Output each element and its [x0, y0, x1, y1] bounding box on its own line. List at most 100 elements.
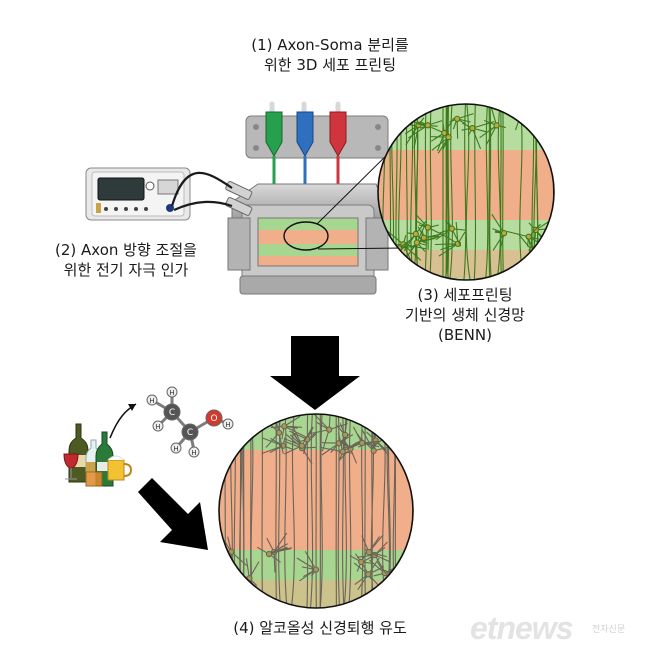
soma — [441, 129, 448, 137]
dendrite — [245, 558, 250, 579]
nozzle-green — [265, 111, 283, 186]
dendrite — [289, 430, 308, 440]
dendrite — [268, 546, 288, 555]
soma — [365, 571, 372, 578]
atom-label: O — [210, 414, 217, 424]
atom-c — [181, 423, 199, 441]
dendrite — [243, 414, 252, 426]
watermark-brand: etnews — [470, 610, 573, 646]
step3-label-line1: (3) 세포프린팅 — [417, 286, 513, 304]
dendrite — [265, 432, 280, 448]
soma — [413, 239, 421, 246]
step3-label-line3: (BENN) — [438, 326, 492, 344]
dendrite — [387, 124, 397, 131]
curved-arrow — [109, 403, 137, 439]
soma — [265, 550, 273, 558]
soma — [493, 122, 500, 129]
dendrite — [392, 113, 398, 124]
soma — [237, 422, 244, 429]
axon-strand — [412, 104, 417, 280]
soma — [388, 113, 396, 120]
soma — [469, 124, 476, 132]
axon-strand — [449, 104, 453, 280]
axon-strand — [389, 104, 392, 280]
step1-label-line2: 위한 3D 세포 프린팅 — [264, 56, 396, 74]
dendrite — [392, 104, 409, 124]
dendrite — [337, 432, 344, 452]
dendrite — [472, 121, 495, 129]
axon-strand — [500, 104, 502, 280]
dendrite — [536, 252, 545, 268]
step3-label-line2: 기반의 생체 신경망 — [405, 306, 525, 324]
soma — [365, 549, 373, 556]
soma — [393, 119, 400, 126]
electrical-stimulator — [85, 167, 233, 221]
dendrite — [536, 105, 539, 127]
soma — [420, 234, 427, 241]
dendrite — [243, 424, 251, 433]
dendrite — [392, 116, 413, 124]
step4-label-text: (4) 알코올성 신경퇴행 유도 — [233, 619, 407, 637]
axon-strand — [309, 414, 314, 608]
soma — [275, 429, 283, 436]
dendrite — [374, 554, 387, 574]
dendrite — [538, 121, 553, 128]
dendrite — [506, 230, 529, 238]
axon-strand — [473, 104, 477, 280]
dendrite — [292, 425, 303, 447]
bioprinter — [225, 101, 405, 295]
dendrite — [387, 107, 394, 124]
soma — [341, 431, 349, 439]
axon-strand — [261, 414, 264, 608]
atom-o — [205, 409, 223, 427]
axon-strand — [239, 414, 242, 608]
axon-strand — [465, 104, 471, 280]
soma — [453, 115, 461, 123]
atom-h — [146, 394, 158, 406]
soma — [516, 114, 523, 122]
dendrite — [386, 107, 397, 123]
soma — [326, 426, 333, 433]
soma — [500, 230, 508, 237]
soma — [339, 448, 346, 455]
dendrite — [536, 252, 542, 268]
dendrite — [434, 243, 458, 246]
soma — [424, 224, 432, 231]
soma — [240, 421, 248, 429]
atom-label: C — [187, 428, 193, 438]
benn-magnified-view — [378, 104, 554, 280]
dendrite — [241, 414, 245, 426]
axon-strand — [502, 104, 505, 280]
atom-label: C — [169, 408, 175, 418]
dendrite — [378, 432, 388, 436]
step3-label: (3) 세포프린팅 기반의 생체 신경망 (BENN) — [380, 285, 550, 345]
dendrite — [296, 557, 317, 571]
dendrite — [435, 228, 453, 241]
dendrite — [239, 417, 243, 426]
dendrite — [386, 230, 404, 245]
dendrite — [423, 233, 444, 239]
dendrite — [319, 446, 343, 453]
dendrite — [531, 126, 539, 133]
down-arrow — [270, 336, 360, 410]
dendrite — [309, 429, 330, 435]
dendrite — [261, 445, 284, 455]
dendrite — [301, 427, 313, 447]
soma — [298, 442, 306, 449]
dendrite — [239, 414, 258, 426]
dendrite — [390, 116, 393, 141]
dendrite — [485, 125, 498, 146]
alcohol-bottles-icon — [63, 423, 133, 487]
dendrite — [273, 551, 276, 573]
soma — [448, 225, 455, 232]
dendrite — [519, 108, 538, 119]
watermark-sub: 전자신문 — [592, 622, 625, 635]
dendrite — [230, 551, 248, 567]
dendrite — [278, 432, 284, 454]
degenerated-network-view — [219, 414, 413, 608]
dendrite — [239, 415, 253, 426]
soma — [358, 558, 365, 566]
dendrite — [368, 551, 391, 563]
dendrite — [492, 232, 505, 251]
